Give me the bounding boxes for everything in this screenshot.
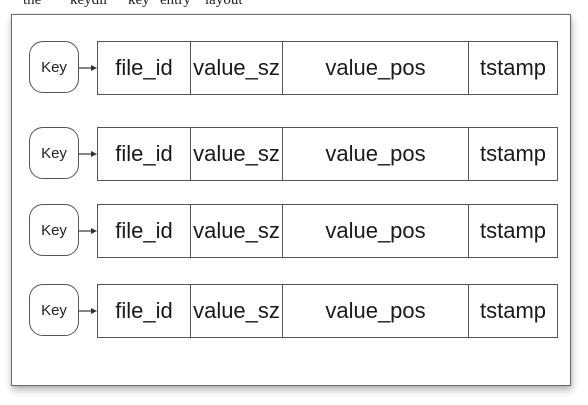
field-file-id: file_id <box>115 218 173 243</box>
field-value-pos: value_pos <box>282 128 468 180</box>
field-value-sz: value_sz <box>190 42 282 94</box>
cropped-caption: the keydir key entry layout <box>0 0 588 14</box>
key-node: Key <box>29 284 79 336</box>
field-value-sz: value_sz <box>190 205 282 257</box>
arrow-right-icon <box>79 151 97 157</box>
entry-record: file_id value_sz value_pos tstamp <box>97 284 558 338</box>
field-tstamp: tstamp <box>468 205 557 257</box>
entry-record: file_id value_sz value_pos tstamp <box>97 41 558 95</box>
caption-word: key <box>128 0 150 8</box>
keydir-entry-row: Key file_id value_sz value_pos tstamp <box>29 41 558 95</box>
arrow-right-icon <box>79 228 97 234</box>
key-node: Key <box>29 41 79 93</box>
field-file-id: file_id <box>115 55 173 80</box>
field-value-pos: value_pos <box>282 42 468 94</box>
keydir-entry-row: Key file_id value_sz value_pos tstamp <box>29 204 558 258</box>
entry-record: file_id value_sz value_pos tstamp <box>97 204 558 258</box>
field-value-pos: value_pos <box>282 285 468 337</box>
field-value-pos: value_pos <box>282 205 468 257</box>
keydir-entry-row: Key file_id value_sz value_pos tstamp <box>29 127 558 181</box>
entry-record: file_id value_sz value_pos tstamp <box>97 127 558 181</box>
field-value-sz: value_sz <box>190 128 282 180</box>
arrow-right-icon <box>79 308 97 314</box>
caption-word: entry <box>160 0 191 8</box>
field-tstamp: tstamp <box>468 285 557 337</box>
keydir-entry-row: Key file_id value_sz value_pos tstamp <box>29 284 558 338</box>
caption-word: keydir <box>70 0 109 8</box>
field-value-sz: value_sz <box>190 285 282 337</box>
caption-word: layout <box>205 0 243 8</box>
arrow-right-icon <box>79 65 97 71</box>
key-node: Key <box>29 127 79 179</box>
field-file-id: file_id <box>115 298 173 323</box>
key-node: Key <box>29 204 79 256</box>
field-tstamp: tstamp <box>468 42 557 94</box>
field-tstamp: tstamp <box>468 128 557 180</box>
caption-word: the <box>23 0 42 8</box>
diagram-frame: Key file_id value_sz value_pos tstamp Ke… <box>11 14 571 386</box>
field-file-id: file_id <box>115 141 173 166</box>
